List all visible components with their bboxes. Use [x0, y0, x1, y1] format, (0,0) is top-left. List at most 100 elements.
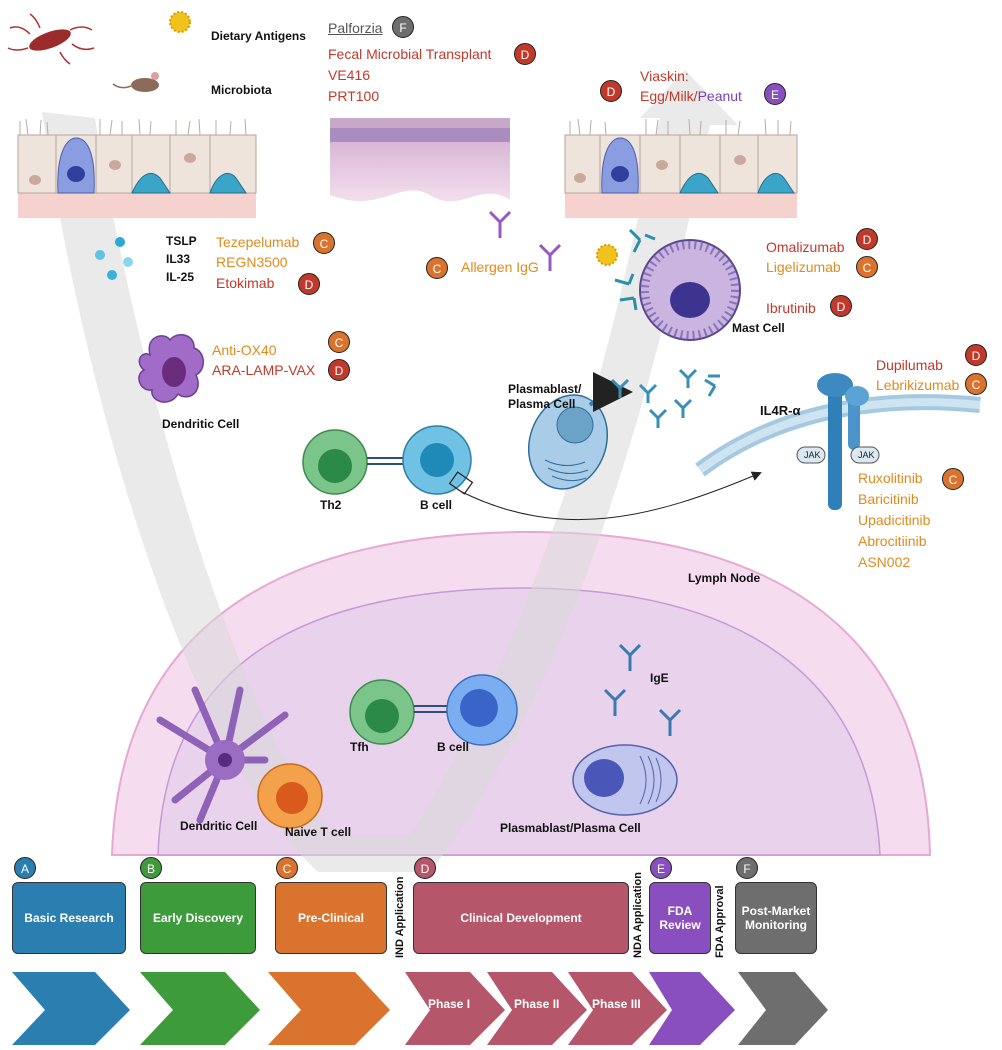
- drug-prt100: PRT100: [328, 88, 380, 104]
- allergen-igg-antibodies: [488, 210, 562, 271]
- badge-d-omalizumab: D: [856, 228, 878, 250]
- label-th2: Th2: [320, 498, 342, 512]
- drug-dupilumab: Dupilumab: [876, 357, 943, 373]
- label-plasmablast: Plasmablast/: [508, 382, 582, 396]
- plasma-cell-lower: [572, 744, 678, 816]
- mast-cell-graphic: [596, 228, 741, 341]
- label-il33: IL33: [166, 252, 191, 266]
- il4r-receptor-graphic: [695, 373, 981, 510]
- milestone-ind-application: IND Application: [394, 876, 406, 958]
- drug-regn3500: REGN3500: [216, 254, 288, 270]
- drug-lebrikizumab: Lebrikizumab: [876, 377, 960, 393]
- cytokine-dots: [95, 237, 133, 280]
- drug-ara-lamp-vax: ARA-LAMP-VAX: [212, 362, 316, 378]
- label-b-cell-upper: B cell: [420, 498, 453, 512]
- drug-egg-milk: Egg/Milk/Peanut: [640, 88, 742, 104]
- badge-b: B: [140, 857, 162, 879]
- label-microbiota: Microbiota: [211, 83, 272, 97]
- dendritic-cell-upper: [138, 333, 204, 403]
- label-jak-right: JAK: [858, 450, 875, 460]
- naive-t-cell-lower: [257, 763, 323, 829]
- skin-section: [330, 118, 510, 202]
- pipeline-chevrons: [12, 972, 828, 1045]
- stage-fda-review-line1: FDA: [667, 904, 693, 918]
- badge-e: E: [650, 857, 672, 879]
- chevron-phase-2: Phase II: [514, 997, 560, 1011]
- drug-ruxolitinib: Ruxolitinib: [858, 470, 923, 486]
- badge-c-ligelizumab: C: [856, 256, 878, 278]
- badge-d-viaskin: D: [600, 80, 622, 102]
- badge-e-viaskin: E: [764, 83, 786, 105]
- drug-omalizumab: Omalizumab: [766, 239, 845, 255]
- label-ige: IgE: [650, 671, 669, 685]
- stage-fda-review: FDA Review: [649, 882, 711, 954]
- ige-antibodies: [603, 643, 682, 736]
- drug-baricitinib: Baricitinib: [858, 491, 919, 507]
- stage-clinical-development: Clinical Development: [413, 882, 629, 954]
- drug-egg-milk-text: Egg/Milk/: [640, 88, 698, 104]
- dendritic-cell-lower: [156, 686, 289, 824]
- label-dietary-antigens: Dietary Antigens: [211, 29, 306, 43]
- drug-ve416: VE416: [328, 67, 371, 83]
- label-mast-cell: Mast Cell: [732, 321, 785, 335]
- badge-c-allergen-igg: C: [426, 257, 448, 279]
- drug-upadicitinib: Upadicitinib: [858, 512, 931, 528]
- epithelium-left: [17, 118, 257, 218]
- drug-ibrutinib: Ibrutinib: [766, 300, 816, 316]
- badge-d-fmt: D: [514, 43, 536, 65]
- drug-tezepelumab: Tezepelumab: [216, 234, 300, 250]
- label-naive-t-cell: Naive T cell: [285, 825, 352, 839]
- drug-fecal-microbial-transplant: Fecal Microbial Transplant: [328, 46, 492, 62]
- drug-ligelizumab: Ligelizumab: [766, 259, 841, 275]
- badge-c-anti-ox40: C: [328, 331, 350, 353]
- badge-c: C: [276, 857, 298, 879]
- badge-c-jak-inhibitors: C: [942, 468, 964, 490]
- th2-b-cell-upper: [302, 425, 762, 521]
- epithelium-right: [564, 118, 798, 218]
- stage-early-discovery: Early Discovery: [140, 882, 256, 954]
- drug-peanut: Peanut: [697, 88, 742, 104]
- antibodies-upper: [610, 368, 720, 428]
- pollen-graphic: [169, 11, 191, 33]
- drug-viaskin: Viaskin:: [640, 68, 689, 84]
- mouse-graphic: [112, 72, 159, 92]
- chevron-phase-1: Phase I: [428, 997, 471, 1011]
- tfh-b-cell-lower: [349, 674, 518, 746]
- label-lymph-node: Lymph Node: [688, 571, 761, 585]
- label-dendritic-cell-upper: Dendritic Cell: [162, 417, 240, 431]
- drug-abrocitinib: Abrocitiinib: [858, 533, 927, 549]
- label-dendritic-cell-lower: Dendritic Cell: [180, 819, 258, 833]
- drug-palforzia: Palforzia: [328, 20, 383, 36]
- label-il4r-alpha: IL4R-α: [760, 403, 801, 418]
- badge-d-dupilumab: D: [965, 344, 987, 366]
- label-il25: IL-25: [166, 270, 195, 284]
- badge-d: D: [414, 857, 436, 879]
- label-jak-left: JAK: [804, 450, 821, 460]
- milestone-nda-application: NDA Application: [632, 872, 644, 958]
- badge-f: F: [736, 857, 758, 879]
- stage-basic-research: Basic Research: [12, 882, 126, 954]
- migration-arrow: [42, 70, 738, 872]
- drug-asn002: ASN002: [858, 554, 911, 570]
- label-plasma-cell: Plasma Cell: [508, 397, 576, 411]
- label-plasmablast-plasma-cell-lower: Plasmablast/Plasma Cell: [500, 821, 641, 835]
- badge-a: A: [14, 857, 36, 879]
- stage-post-market-monitoring: Post-Market Monitoring: [735, 882, 817, 954]
- label-b-cell-lower: B cell: [437, 740, 470, 754]
- stage-pre-clinical: Pre-Clinical: [275, 882, 387, 954]
- badge-d-ara-lamp-vax: D: [328, 359, 350, 381]
- badge-f-palforzia: F: [392, 16, 414, 38]
- label-tslp: TSLP: [166, 234, 197, 248]
- drug-allergen-igg: Allergen IgG: [461, 259, 539, 275]
- drug-etokimab: Etokimab: [216, 275, 275, 291]
- bacterium-graphic: [7, 13, 95, 65]
- badge-d-etokimab: D: [298, 273, 320, 295]
- badge-d-ibrutinib: D: [830, 295, 852, 317]
- milestone-fda-approval: FDA Approval: [714, 885, 726, 958]
- drug-anti-ox40: Anti-OX40: [212, 342, 277, 358]
- chevron-phase-3: Phase III: [592, 997, 641, 1011]
- badge-c-tezepelumab: C: [313, 232, 335, 254]
- label-tfh: Tfh: [350, 740, 369, 754]
